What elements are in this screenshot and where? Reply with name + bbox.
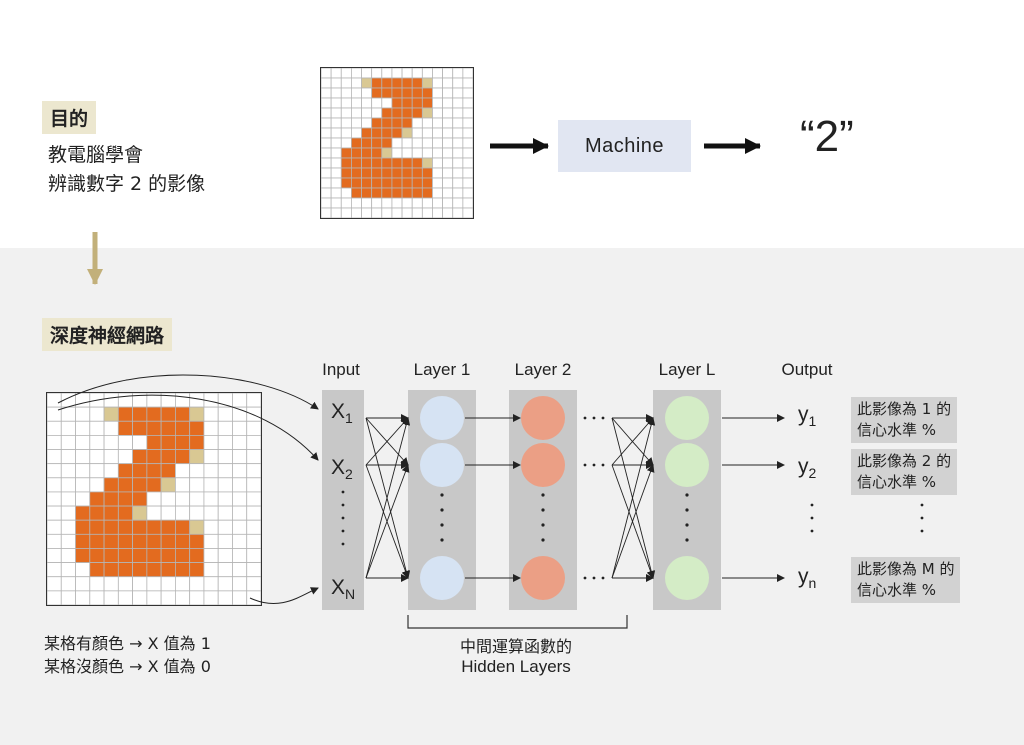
pixel-cell-empty — [246, 590, 261, 605]
curve-arrow-xn — [249, 587, 319, 604]
output-y2-label: y2 — [798, 455, 817, 482]
edge-in-2-l1-0 — [365, 417, 411, 579]
pixel-note-line1: 某格有顏色 → X 值為 1 — [44, 634, 211, 653]
layerL-node-2 — [665, 443, 709, 487]
hidden-caption-line2: Hidden Layers — [461, 657, 571, 676]
layer1-node-3 — [420, 556, 464, 600]
edge-l2-lL-1-0 — [611, 417, 654, 466]
input-xn-label: XN — [331, 576, 356, 603]
pixel-note-line2: 某格沒顏色 → X 值為 0 — [44, 657, 211, 676]
hdot — [583, 416, 587, 420]
digit-image-top — [320, 67, 474, 219]
machine-box: Machine — [558, 120, 691, 172]
header-output: Output — [781, 360, 833, 379]
digit-image-input — [46, 392, 262, 606]
hdot — [583, 463, 587, 467]
layer1-node-vdot — [440, 493, 444, 497]
hdot — [592, 416, 596, 420]
input-vdot — [341, 542, 345, 546]
layer2-node-vdot — [541, 523, 545, 527]
digit-grid-svg — [321, 68, 473, 218]
layerL-node-vdot — [685, 523, 689, 527]
edge-l2-lL-2-0 — [611, 417, 656, 579]
layer2-node-3 — [521, 556, 565, 600]
machine-output: “2” — [800, 112, 854, 161]
hdot — [592, 463, 596, 467]
goal-line1: 教電腦學會 — [48, 144, 144, 166]
layerL-node-vdot — [685, 538, 689, 542]
layer1-node-vdot — [440, 523, 444, 527]
layerL-node-vdot — [685, 493, 689, 497]
input-x1-label: X1 — [331, 400, 353, 427]
output-vdot — [810, 529, 814, 533]
layer1-node-vdot — [440, 538, 444, 542]
layer1-node-1 — [420, 396, 464, 440]
header-layer2: Layer 2 — [514, 360, 572, 379]
output-y1-label: y1 — [798, 403, 817, 430]
output-yn-label: yn — [798, 565, 817, 592]
output-vdot — [810, 503, 814, 507]
edge-l2-lL-2-1 — [611, 464, 655, 579]
layerL-node-1 — [665, 396, 709, 440]
hdot — [592, 576, 596, 580]
layerL-node-vdot — [685, 508, 689, 512]
layer2-node-vdot — [541, 508, 545, 512]
network-tag: 深度神經網路 — [42, 318, 173, 351]
confidence-vdot — [920, 516, 924, 520]
input-vdot — [341, 503, 345, 507]
curve-arrow-x1 — [57, 374, 319, 410]
hdot — [601, 416, 605, 420]
layer1-node-vdot — [440, 508, 444, 512]
layer2-node-1 — [521, 396, 565, 440]
layer1-node-2 — [420, 443, 464, 487]
layerL-node-3 — [665, 556, 709, 600]
input-vdot — [341, 516, 345, 520]
header-input: Input — [322, 360, 360, 379]
header-layer1: Layer 1 — [413, 360, 471, 379]
input-column — [322, 390, 364, 610]
hidden-layers-bracket — [407, 615, 628, 629]
hidden-caption-line1: 中間運算函數的 — [459, 637, 572, 656]
confidence-vdot — [920, 503, 924, 507]
hdot — [601, 576, 605, 580]
confidence-vdot — [920, 529, 924, 533]
hdot — [583, 576, 587, 580]
curve-arrow-x2 — [57, 394, 319, 461]
output-vdot — [810, 516, 814, 520]
input-vdot — [341, 529, 345, 533]
edge-in-2-l1-1 — [365, 464, 410, 579]
confidence-label-m: 此影像為 M 的信心水準 % — [851, 557, 961, 603]
input-x2-label: X2 — [331, 456, 353, 483]
digit-grid-svg — [47, 393, 261, 605]
edge-in-1-l1-0 — [365, 417, 409, 466]
layer2-node-vdot — [541, 493, 545, 497]
layer2-node-vdot — [541, 538, 545, 542]
goal-line2: 辨識數字 2 的影像 — [48, 173, 206, 195]
pixel-cell-empty — [462, 207, 473, 218]
header-layerL: Layer L — [658, 360, 716, 379]
confidence-label-1: 此影像為 1 的信心水準 % — [851, 397, 958, 443]
layer2-node-2 — [521, 443, 565, 487]
goal-tag: 目的 — [42, 101, 97, 134]
input-vdot — [341, 490, 345, 494]
hdot — [601, 463, 605, 467]
confidence-label-2: 此影像為 2 的信心水準 % — [851, 449, 958, 495]
